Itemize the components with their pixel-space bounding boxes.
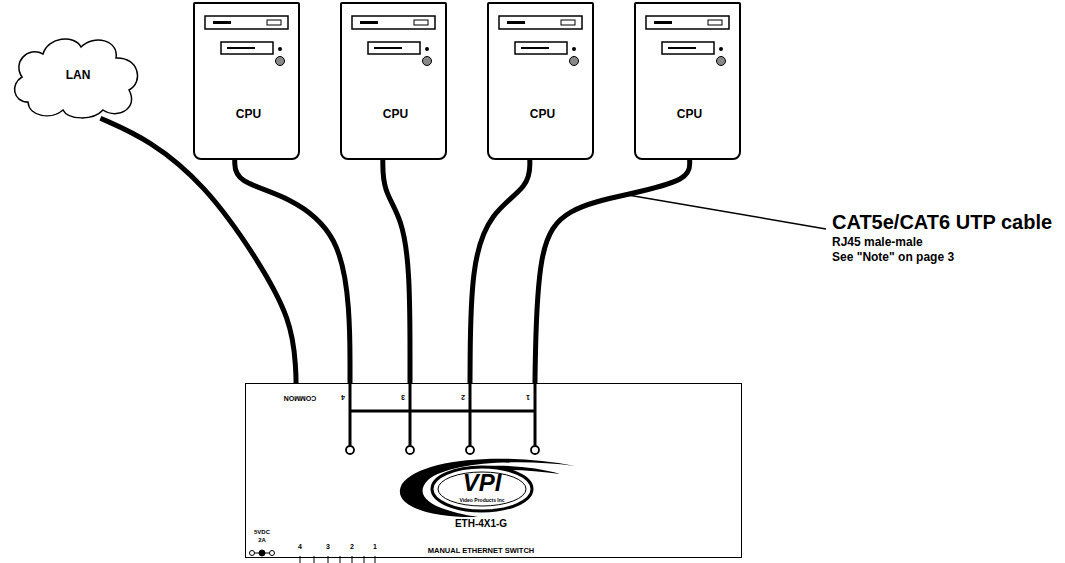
node-label: CPU [677,108,702,121]
vpi-logo [400,459,575,517]
switch-bus [346,384,539,454]
drive-bays [636,4,739,158]
power-jack [250,550,275,556]
port-number: 3 [401,393,405,401]
port-number: 3 [326,543,330,551]
power-rating: 2A [258,537,266,544]
lan-cloud: LAN [8,32,148,120]
node-label: LAN [66,69,91,82]
ethernet-cable [235,160,350,383]
leader-line [622,194,826,229]
ethernet-cable [470,160,530,383]
node-label: CPU [530,108,555,121]
ethernet-cable [383,160,410,383]
cpu-tower: CPU [340,2,447,160]
port-number: 4 [298,543,302,551]
port-number: 2 [350,543,354,551]
port-number: 1 [526,393,530,401]
drive-bays [489,4,592,158]
drive-bays [342,4,445,158]
switch-label: ETH-4X1-G [455,518,507,529]
logo-text: Video Products Inc [459,498,504,504]
drive-bays [195,4,298,158]
cpu-tower: CPU [193,2,300,160]
port-number: 4 [341,393,345,401]
callout-note: See "Note" on page 3 [832,251,954,264]
node-label: CPU [383,108,408,121]
port-label: COMMON [284,394,317,402]
callout-title: CAT5e/CAT6 UTP cable [832,211,1052,233]
port-number: 1 [373,543,377,551]
cpu-tower: CPU [487,2,594,160]
port-number: 2 [461,393,465,401]
switch-label: MANUAL ETHERNET SWITCH [428,547,535,555]
logo-text: VPI [463,470,502,496]
node-label: CPU [236,108,261,121]
ethernet-cable [535,160,690,383]
power-rating: 5VDC [254,529,270,536]
callout-note: RJ45 male-male [832,236,923,249]
cpu-tower: CPU [634,2,741,160]
